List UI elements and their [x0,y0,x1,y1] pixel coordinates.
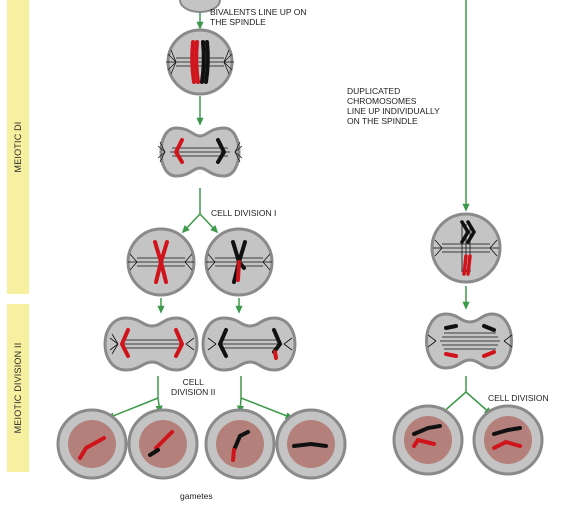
chromosome-red [231,448,236,462]
chromosome-black [200,40,206,84]
meiosis-metaphase-2-cell-right [204,227,274,297]
chromosome-red [462,254,468,276]
gamete-cell [275,408,347,480]
arrow [240,397,294,420]
mitosis-metaphase-cell [430,212,502,284]
cell-division-label: CELL DIVISION [488,393,549,403]
cell-division-1-label: CELL DIVISION I [211,208,277,218]
arrow [181,213,201,234]
chromosome-red [236,260,241,282]
chromosome-red [174,328,185,358]
chromosome-black [217,328,228,358]
chromosome-black [492,426,522,436]
chromosome-red [190,40,196,84]
chromosome-red [119,328,130,358]
mitosis-daughter-cell [472,404,544,476]
meiosis-anaphase-2-cell-right [201,316,297,372]
duplicated-chromosomes-label: DUPLICATED CHROMOSOMES LINE UP INDIVIDUA… [347,86,440,126]
chromosome-black [272,328,283,354]
chromosome-black [292,441,328,448]
chromosome-red [158,240,169,284]
chromosome-black [460,220,471,244]
meiosis-metaphase-cell [166,28,234,96]
chromosome-black [216,138,227,164]
chromosome-red [154,430,174,450]
chromosome-black [444,324,458,330]
meiosis-anaphase-1-cell [157,126,243,178]
chromosome-red [444,352,458,358]
chromosome-red [78,436,106,460]
gamete-cell [204,408,276,480]
meiotic-division-1-band: MEIOTIC DI [7,0,29,294]
chromosome-red [273,350,278,360]
chromosome-red [173,138,184,164]
chromosome-red [412,437,436,448]
meiosis-arrows [106,6,294,420]
arrow [106,397,159,420]
arrow [465,391,493,416]
chromosome-black [482,324,496,332]
gamete-cell [56,408,128,480]
chromosome-black [412,424,442,436]
meiotic-division-2-band: MEIOTIC DIVISION II [7,304,29,472]
bivalents-label: BIVALENTS LINE UP ON THE SPINDLE [210,7,307,27]
chromosome-red [492,439,522,450]
chromosome-red [482,350,496,358]
mitosis-daughter-cell [392,404,464,476]
chromosome-red [466,254,472,276]
chromosome-black [148,448,160,457]
chromosome-black [204,40,210,84]
chromosome-red [194,40,200,84]
arrow [199,213,219,234]
chromosome-black [232,430,250,452]
meiosis-metaphase-2-cell-left [126,227,196,297]
gamete-cell [127,408,199,480]
cell-division-2-label: CELL DIVISION II [171,377,216,397]
top-cell-partial [179,0,221,13]
meiosis-anaphase-2-cell-left [103,316,199,372]
gametes-label: gametes [180,491,213,501]
chromosome-black [466,220,477,244]
mitosis-anaphase-cell [425,312,513,370]
